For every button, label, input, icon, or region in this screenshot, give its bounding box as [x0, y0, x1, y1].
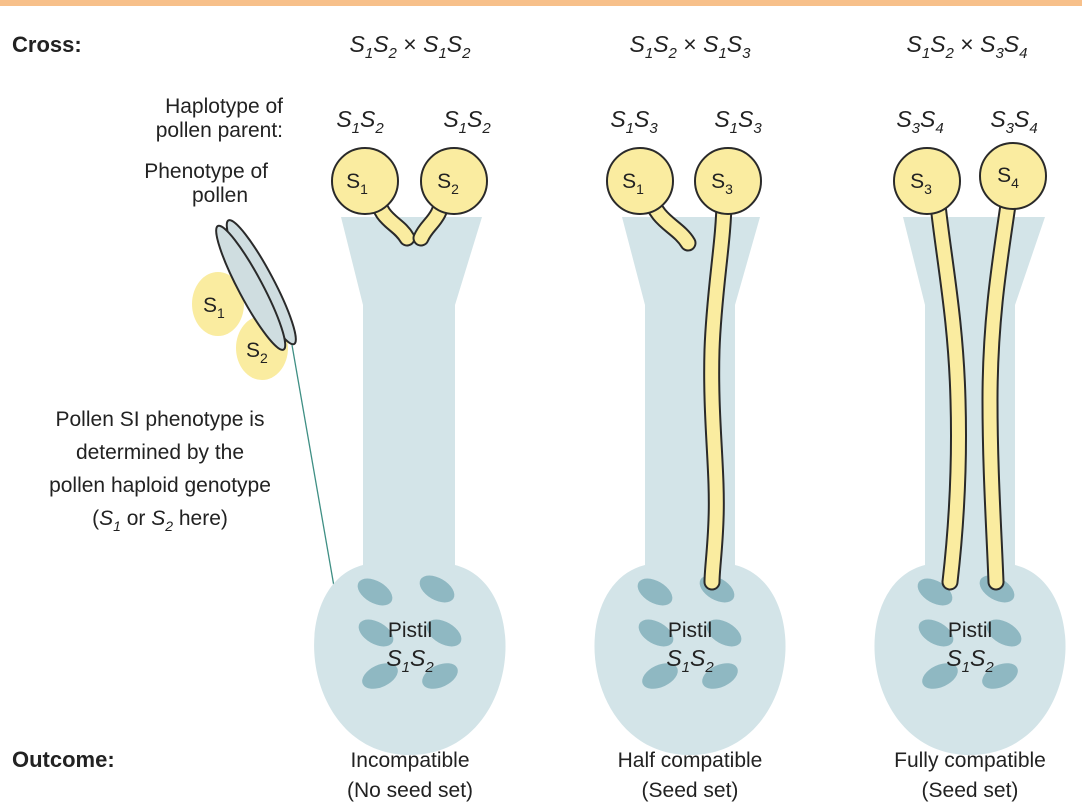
outcome-line2: (No seed set) [347, 779, 473, 802]
outcome-row-label: Outcome: [12, 747, 115, 772]
outcome-line1: Fully compatible [894, 749, 1046, 772]
cross-column-incompatible: S1S2 × S1S2 S1S2 S1S2 Pistil S1S2 S1 S2 … [314, 31, 505, 802]
haplotype-right: S1S3 [714, 106, 762, 137]
cross-formula: S1S2 × S1S3 [630, 31, 752, 62]
cross-column-half-compatible: S1S2 × S1S3 S1S3 S1S3 Pistil S1S2 S1 S3 … [594, 31, 785, 802]
outcome-line1: Half compatible [618, 749, 763, 772]
cross-row-label: Cross: [12, 32, 82, 57]
side-note-line4: (S1 or S2 here) [92, 507, 228, 534]
haplotype-right: S3S4 [990, 106, 1037, 137]
pistil-label: Pistil [948, 619, 992, 642]
pistil-label: Pistil [668, 619, 712, 642]
top-bar [0, 0, 1082, 6]
side-note-line3: pollen haploid genotype [49, 474, 271, 497]
haplotype-left: S3S4 [896, 106, 943, 137]
pistil [594, 217, 785, 755]
haplotype-left: S1S3 [610, 106, 658, 137]
pistil [874, 217, 1065, 755]
outcome-line2: (Seed set) [642, 779, 739, 802]
haplotype-row-label-line2: pollen parent: [156, 119, 283, 142]
haplotype-right: S1S2 [443, 106, 491, 137]
outcome-line1: Incompatible [350, 749, 469, 772]
phenotype-row-label-line1: Phenotype of [144, 160, 268, 183]
side-note-line2: determined by the [76, 441, 244, 464]
cross-formula: S1S2 × S1S2 [350, 31, 472, 62]
outcome-line2: (Seed set) [922, 779, 1019, 802]
phenotype-row-label-line2: pollen [192, 184, 248, 207]
cross-formula: S1S2 × S3S4 [907, 31, 1028, 62]
haplotype-left: S1S2 [336, 106, 384, 137]
side-note-line1: Pollen SI phenotype is [56, 408, 265, 431]
cross-column-fully-compatible: S1S2 × S3S4 S3S4 S3S4 Pistil S1S2 S3 S4 … [874, 31, 1065, 802]
anther-illustration: S1 S2 [192, 215, 336, 598]
connector-line [292, 345, 336, 598]
pistil-label: Pistil [388, 619, 432, 642]
haplotype-row-label-line1: Haplotype of [165, 95, 283, 118]
